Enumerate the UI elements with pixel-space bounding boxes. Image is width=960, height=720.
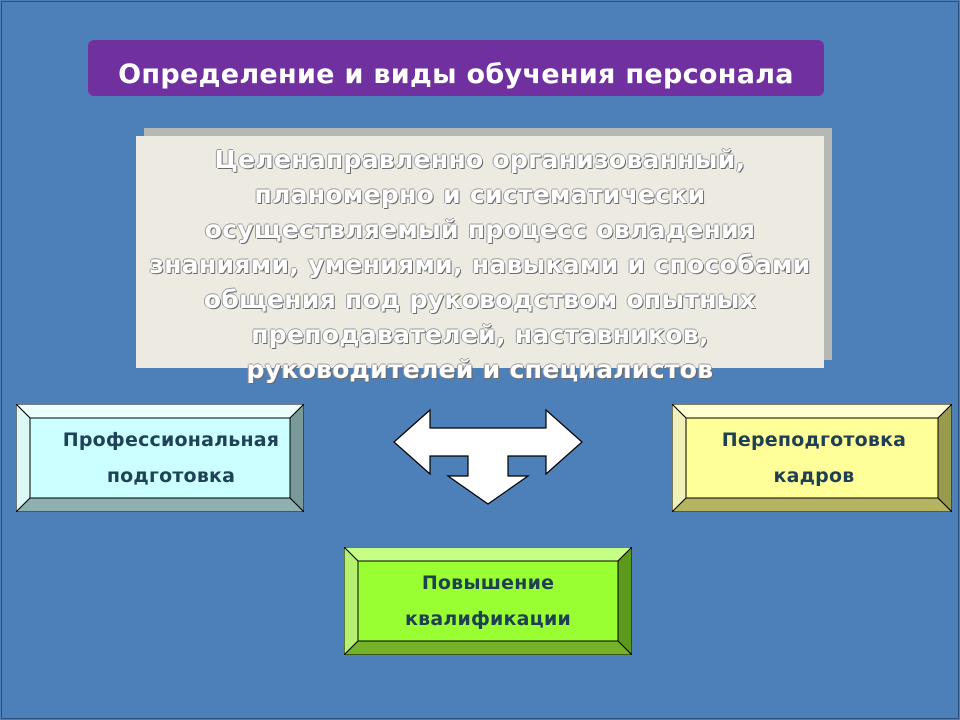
box-retraining: Переподготовка кадров (672, 404, 952, 512)
box-label-professional-training: Профессиональная подготовка (62, 429, 280, 487)
box-professional-training: Профессиональная подготовка (16, 404, 304, 512)
slide-title: Определение и виды обучения персонала (118, 59, 794, 90)
box-bevel-frame (344, 547, 632, 655)
box-bevel-frame (672, 404, 952, 512)
box-label-retraining: Переподготовка кадров (721, 429, 907, 487)
box-bevel-frame (16, 404, 304, 512)
three-way-arrow-icon (393, 408, 583, 505)
definition-box (136, 136, 824, 368)
definition-text: Целенаправленно организованный, планомер… (149, 145, 811, 384)
box-advanced-training: Повышение квалификации (344, 547, 632, 655)
box-label-advanced-training: Повышение квалификации (405, 572, 571, 630)
title-bar (88, 40, 824, 96)
